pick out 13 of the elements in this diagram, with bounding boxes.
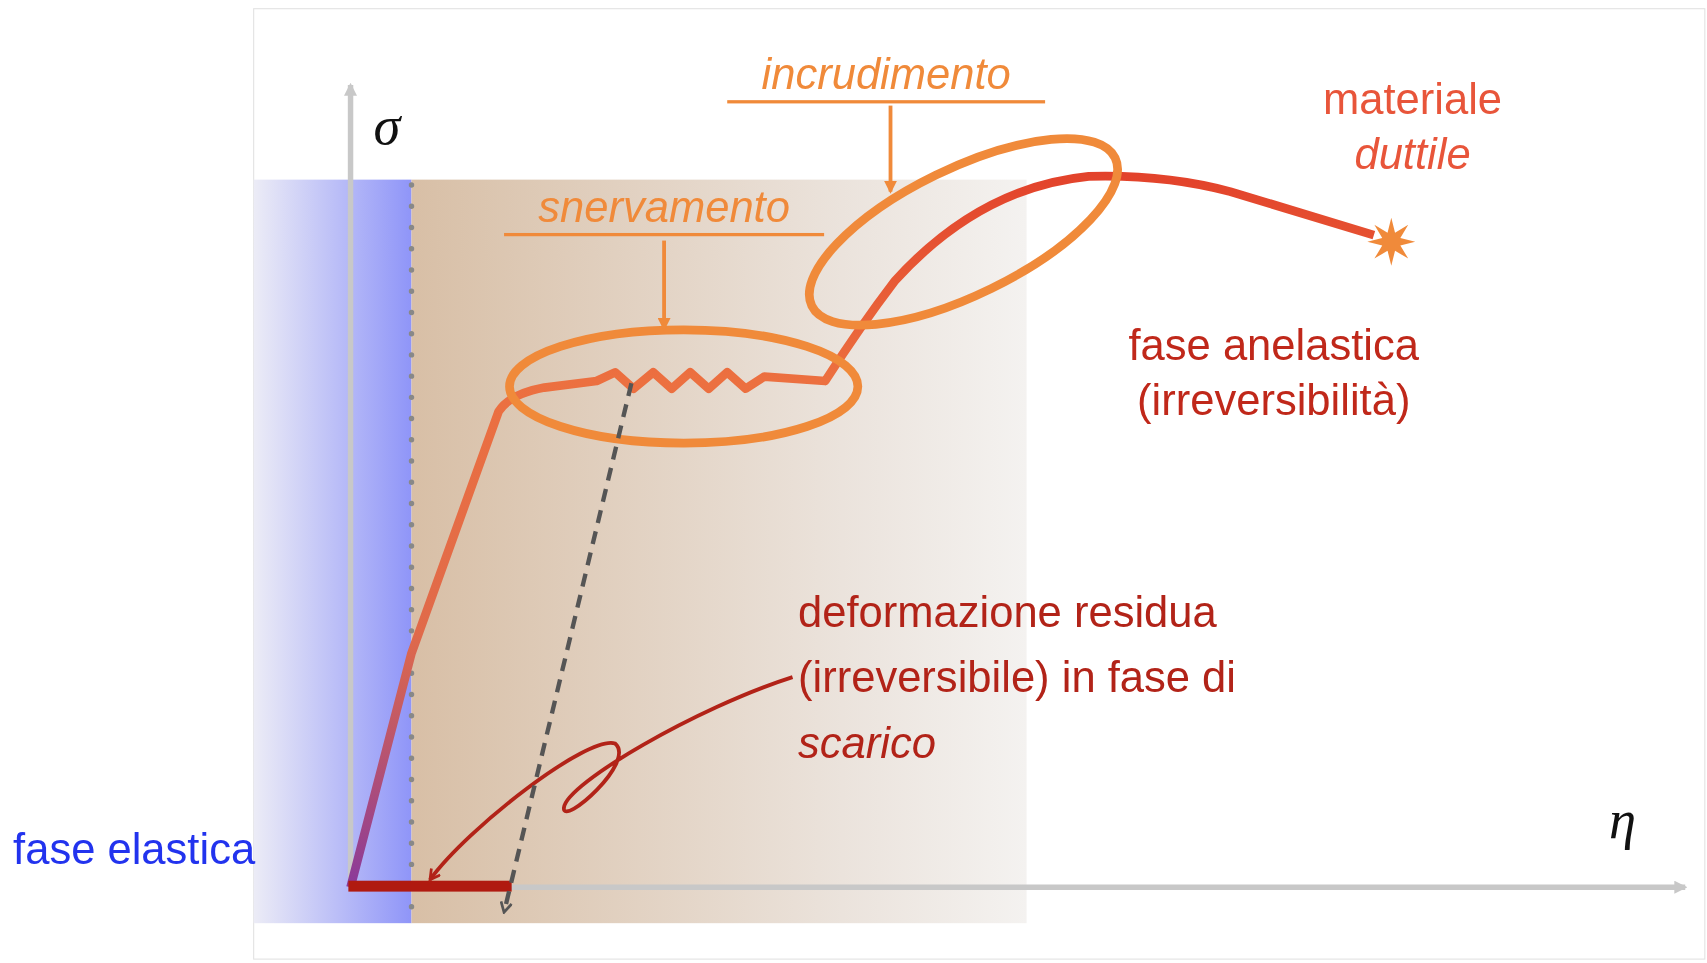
highlight-ellipse [505, 325, 863, 448]
annotation-text: fase elastica [13, 824, 256, 876]
annotation-label: incrudimento [727, 47, 1046, 104]
annotation-text: fase anelastica (irreversibilità) [1127, 320, 1420, 426]
leader-arrow [884, 105, 898, 194]
annotation-text: deformazione residua (irreversibile) in fase di scarico [798, 579, 1277, 776]
leader-arrow [428, 675, 794, 881]
annotation-text: materiale duttile [1321, 74, 1504, 180]
highlight-ellipse [805, 134, 1122, 330]
axis-label: σ [373, 98, 401, 153]
annotation-label: snervamento [504, 180, 825, 237]
residual-strain-bar [348, 880, 512, 892]
unloading-arrow [499, 382, 634, 914]
